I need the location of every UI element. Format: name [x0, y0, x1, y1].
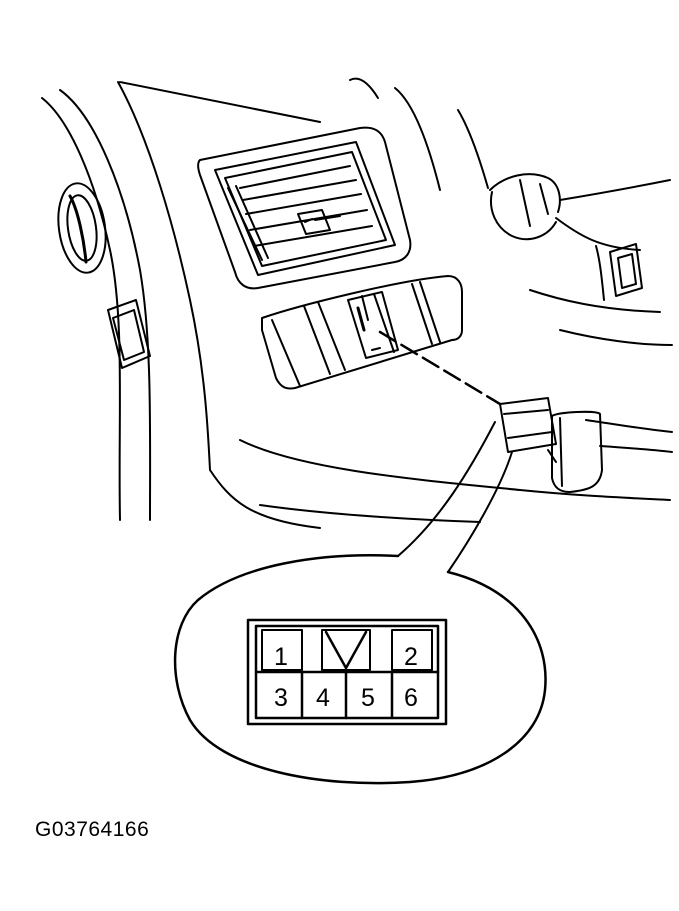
pin-label-4: 4	[316, 684, 330, 712]
center-air-vent	[197, 126, 412, 290]
pin-label-1: 1	[274, 643, 288, 671]
switch-bank	[261, 275, 463, 390]
removed-switch	[378, 330, 603, 573]
pin-label-3: 3	[274, 684, 288, 712]
connector-callout	[173, 554, 547, 785]
connector-face: 1 2 3 4 5 6	[246, 618, 448, 726]
connector-key-icon	[321, 629, 371, 671]
pin-label-2: 2	[404, 643, 418, 671]
connector-outer-frame	[246, 618, 448, 726]
left-air-vent	[57, 182, 107, 274]
left-side-panel	[107, 299, 151, 369]
pin-label-5: 5	[361, 684, 375, 712]
pin-label-6: 6	[404, 684, 418, 712]
steering-column	[349, 77, 673, 453]
dashboard-panel	[41, 81, 671, 529]
figure-id: G03764166	[35, 818, 150, 841]
